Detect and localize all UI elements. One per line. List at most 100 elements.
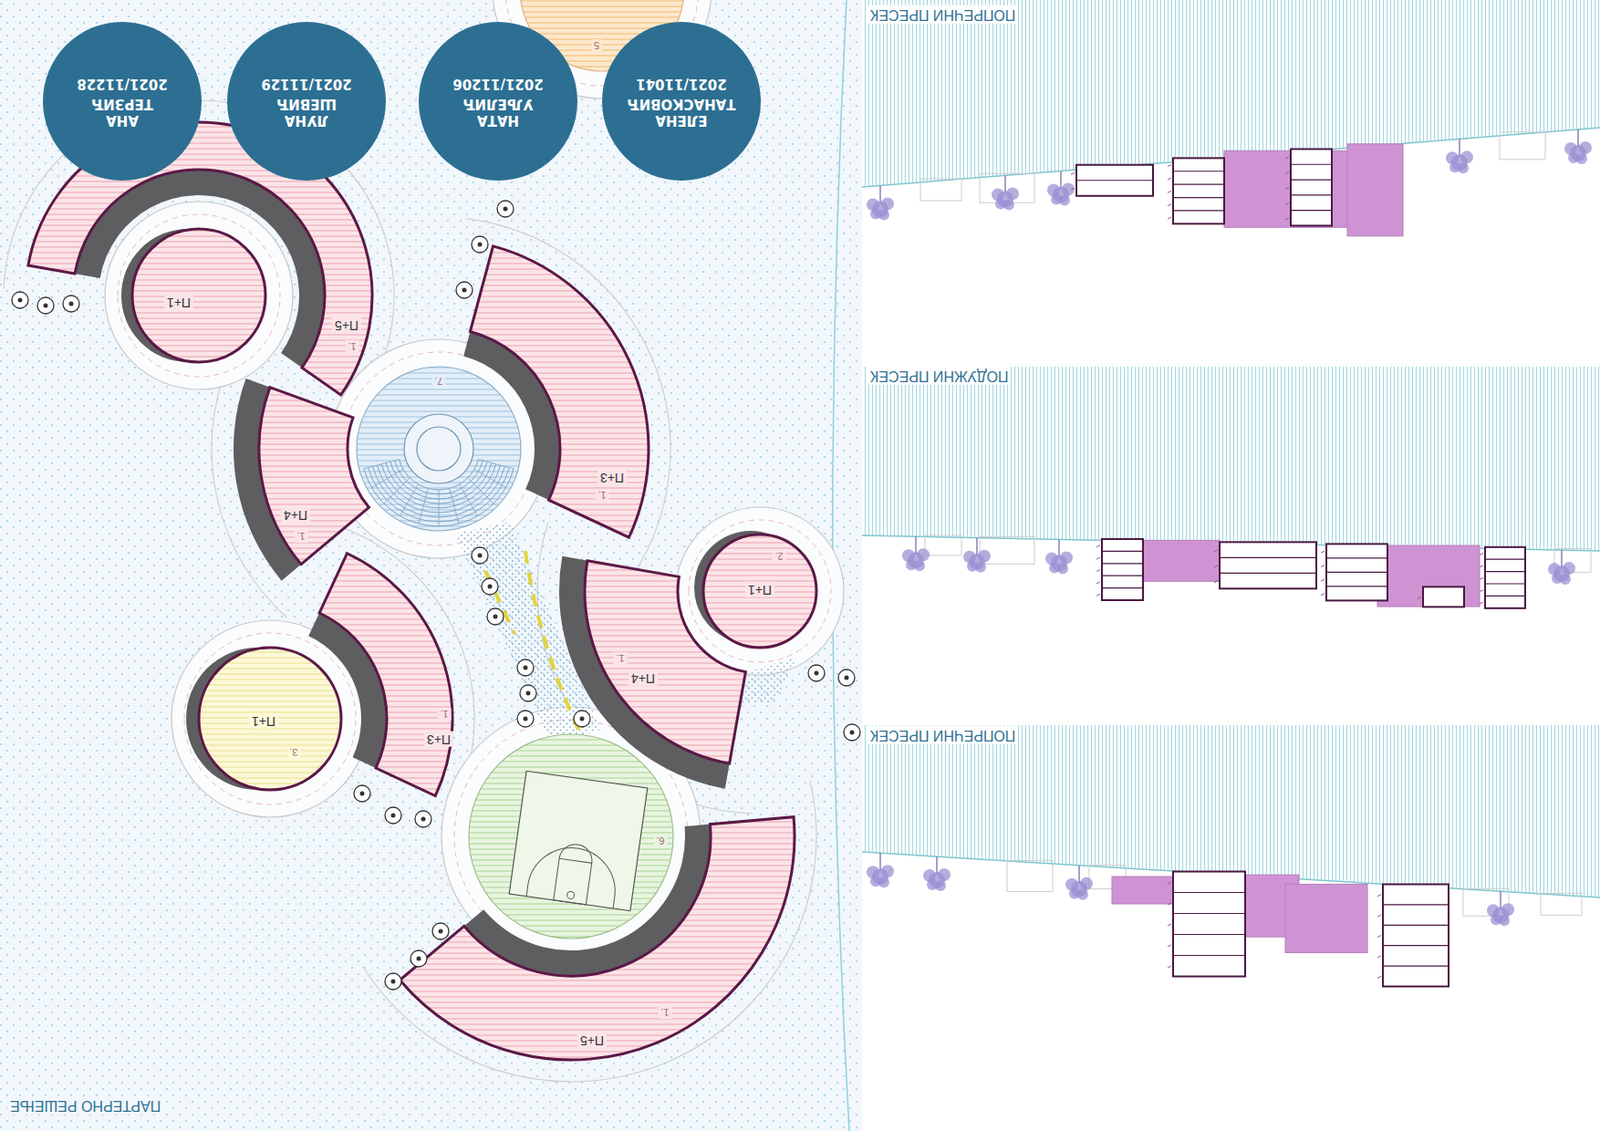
tree-crown (1460, 150, 1474, 164)
building-mass (1377, 545, 1480, 607)
amphitheatre (356, 366, 521, 531)
tree-crown (1568, 152, 1580, 164)
tree-symbol (456, 281, 473, 299)
level-tick (1167, 217, 1172, 219)
level-tick (1479, 602, 1484, 604)
background-house (1499, 132, 1546, 160)
level-tick (1417, 596, 1422, 599)
seating-aisle (400, 484, 419, 517)
building-section (1326, 543, 1388, 601)
tree-trunk-dot (814, 671, 820, 676)
author-badge: АНА ТЕРЗИЋ2021/11228 (42, 21, 202, 181)
author-name: НАТА УЉЕЛИЋ (462, 94, 533, 127)
plan-texture (0, 0, 863, 1131)
level-tick (1167, 966, 1172, 968)
author-name: ЕЛЕНА ТАНАСКОВИЋ (626, 94, 736, 127)
background-house (1540, 893, 1582, 915)
level-tick (1320, 579, 1325, 582)
path-outline (184, 633, 356, 805)
callout-number: 7. (431, 374, 446, 388)
floor-line (1173, 913, 1246, 915)
tree-trunk-dot (503, 207, 509, 212)
tree-trunk-dot (477, 242, 483, 248)
seating-aisle (371, 469, 404, 489)
section-title: ПОПРЕЧНИ ПРЕСЕК (867, 5, 1019, 24)
seating-aisle (459, 484, 478, 517)
floor-line (1382, 945, 1449, 946)
tree-crown (1490, 914, 1502, 925)
tree-crown (1562, 561, 1576, 575)
tree-crown (1049, 562, 1060, 574)
tree-crown (881, 864, 894, 878)
callout-number: 1. (594, 488, 609, 502)
tree-crown (1551, 572, 1563, 584)
level-tick (1377, 955, 1382, 958)
three-point-line (526, 841, 621, 909)
tree-trunk-dot (43, 303, 49, 309)
yellow-path (525, 550, 579, 730)
level-tick (1377, 914, 1382, 917)
building-mass (1142, 540, 1220, 582)
tree-symbol (517, 659, 534, 676)
tree-crown (1080, 877, 1093, 891)
tree-trunk-dot (18, 298, 23, 303)
floor-line (1485, 582, 1526, 584)
badge-fill (418, 21, 578, 181)
building-section (1219, 541, 1317, 589)
level-tick (1167, 177, 1172, 180)
stage-ring (404, 414, 474, 484)
tree-symbol (519, 685, 537, 702)
round-building (198, 647, 342, 790)
floor-line (1219, 557, 1317, 559)
tree-symbol (471, 547, 489, 564)
tree-crown (1050, 193, 1062, 205)
level-tick (1479, 553, 1484, 556)
tree-symbol (11, 291, 29, 309)
tree-crown (937, 868, 951, 882)
level-tick (1070, 172, 1075, 175)
section-title: ПОДУЖНИ ПРЕСЕК (867, 366, 1011, 385)
storey-label: П+5 (332, 316, 362, 333)
level-tick (1320, 593, 1325, 596)
tree-trunk-dot (844, 675, 850, 681)
student-number: 2021/11206 (452, 74, 543, 92)
plan-ground (0, 0, 863, 1131)
tree-symbol (487, 608, 504, 625)
floor-line (1290, 164, 1332, 166)
tree-trunk-dot (477, 553, 483, 559)
level-tick (1377, 976, 1382, 978)
storey-label: П+1 (164, 293, 194, 310)
path-outline (117, 214, 281, 377)
level-tick (1167, 165, 1172, 167)
level-tick (1096, 545, 1101, 548)
building-section (1290, 148, 1332, 226)
tree-crown (966, 561, 978, 572)
building-section (1173, 157, 1225, 224)
level-tick (1167, 190, 1172, 193)
level-tick (1285, 172, 1289, 175)
building-section (1076, 165, 1154, 197)
floor-line (1173, 934, 1246, 936)
level-tick (1377, 894, 1382, 897)
badge-fill (602, 21, 761, 181)
tree-crown (1006, 187, 1019, 200)
author-name: АНА ТЕРЗИЋ (91, 94, 154, 127)
tree-crown (1059, 551, 1073, 565)
court-key (553, 858, 593, 905)
tree-trunk-dot (391, 813, 396, 819)
author-badge: НАТА УЉЕЛИЋ 2021/11206 (418, 21, 578, 181)
tree-symbol (573, 710, 591, 728)
floor-line (1326, 585, 1388, 587)
building-section (1173, 872, 1246, 977)
building-section (1382, 884, 1449, 988)
badge-content: НАТА УЉЕЛИЋ 2021/11206 (418, 21, 578, 181)
tree-trunk-dot (421, 817, 426, 822)
sections (862, 0, 1600, 988)
seating-aisle (467, 477, 494, 504)
seating-aisle (474, 469, 507, 489)
seating-aisle (384, 477, 410, 504)
tree-trunk-dot (360, 791, 365, 797)
floor-line (1382, 966, 1449, 967)
site-plan (0, 0, 863, 1131)
seating-aisle (418, 488, 428, 524)
